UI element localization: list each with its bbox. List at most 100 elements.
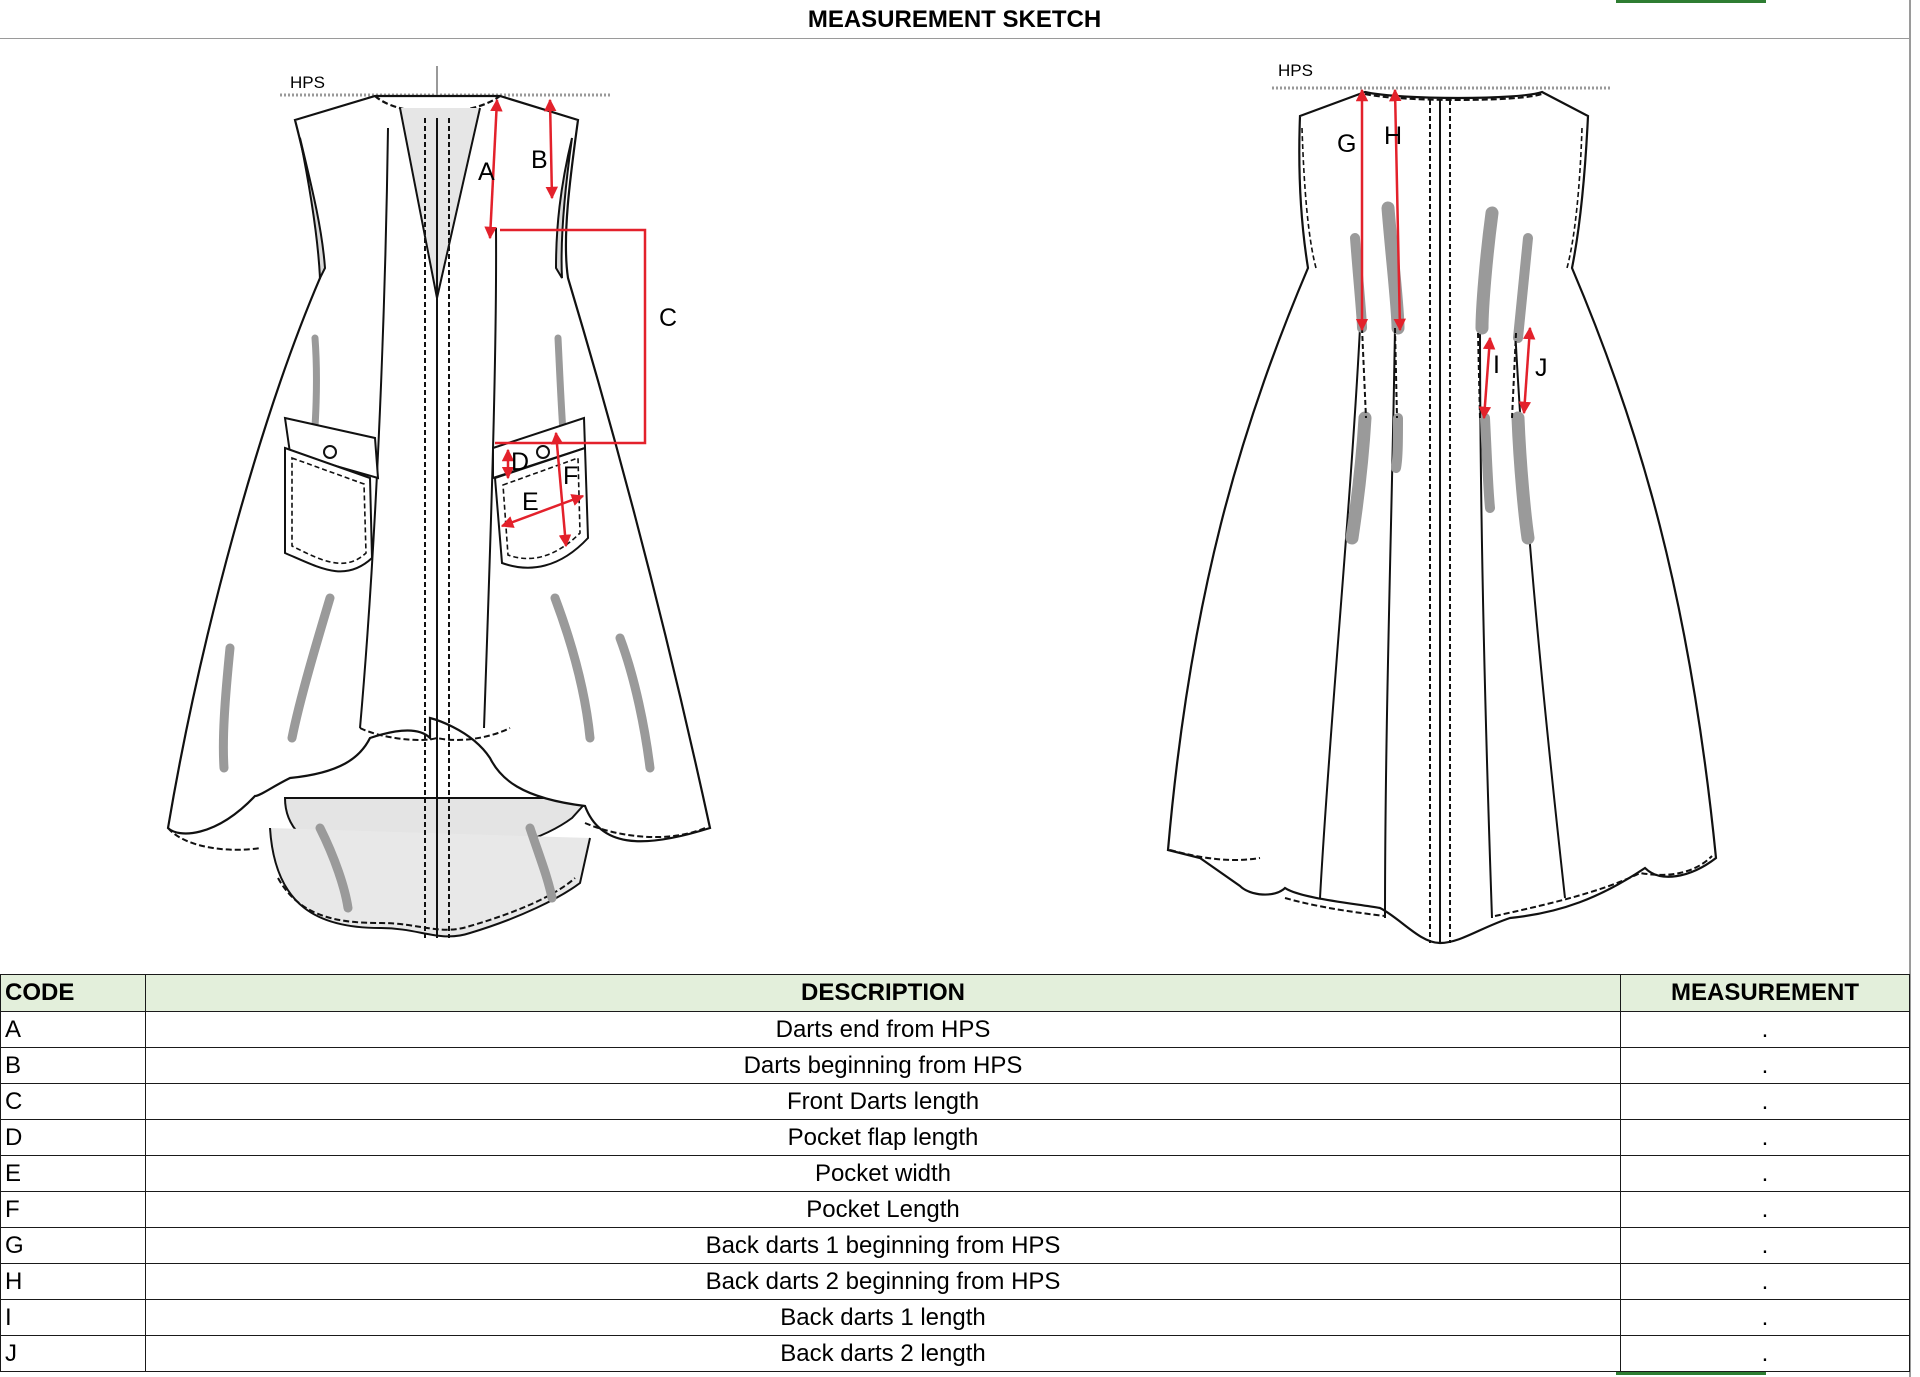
front-left-pocket-button bbox=[323, 445, 337, 459]
cell-description[interactable]: Back darts 2 beginning from HPS bbox=[145, 1263, 1621, 1300]
cell-code[interactable]: I bbox=[0, 1299, 146, 1336]
back-dart-2 bbox=[1394, 327, 1398, 419]
back-right-armhole-stitch bbox=[1566, 127, 1583, 269]
cell-code[interactable]: F bbox=[0, 1191, 146, 1228]
cell-measurement[interactable]: . bbox=[1620, 1263, 1910, 1300]
table-row: F Pocket Length . bbox=[0, 1191, 1910, 1228]
cell-code[interactable]: J bbox=[0, 1335, 146, 1372]
front-left-pocket bbox=[284, 446, 374, 573]
cell-measurement[interactable]: . bbox=[1620, 1011, 1910, 1048]
measure-arrow-f bbox=[550, 431, 572, 548]
front-flare-shading-2 bbox=[218, 643, 235, 773]
cell-description[interactable]: Back darts 1 length bbox=[145, 1299, 1621, 1336]
back-hps-label: HPS bbox=[1278, 61, 1313, 80]
cell-description[interactable]: Darts beginning from HPS bbox=[145, 1047, 1621, 1084]
back-dart-shade-4-bottom bbox=[1511, 411, 1535, 545]
cell-measurement[interactable]: . bbox=[1620, 1155, 1910, 1192]
back-right-hem-stitch bbox=[1494, 855, 1713, 917]
back-dart-shade-2-bottom bbox=[1391, 413, 1403, 473]
back-dart-1 bbox=[1361, 327, 1367, 419]
table-row: C Front Darts length . bbox=[0, 1083, 1910, 1120]
measure-arrow-h bbox=[1388, 88, 1407, 332]
sheet-title: MEASUREMENT SKETCH bbox=[0, 0, 1909, 39]
cell-measurement[interactable]: . bbox=[1620, 1299, 1910, 1336]
cell-code[interactable]: A bbox=[0, 1011, 146, 1048]
measure-arrow-b bbox=[543, 98, 559, 200]
cell-measurement[interactable]: . bbox=[1620, 1119, 1910, 1156]
back-dart-shade-3-bottom bbox=[1480, 413, 1495, 513]
cell-measurement[interactable]: . bbox=[1620, 1335, 1910, 1372]
table-row: E Pocket width . bbox=[0, 1155, 1910, 1192]
table-row: D Pocket flap length . bbox=[0, 1119, 1910, 1156]
header-measurement[interactable]: MEASUREMENT bbox=[1620, 974, 1910, 1012]
back-body-outline bbox=[1166, 90, 1718, 945]
measure-arrow-i bbox=[1478, 336, 1496, 420]
front-inner-shading-2 bbox=[525, 823, 557, 903]
back-dart-shade-1-bottom bbox=[1345, 411, 1372, 545]
back-view bbox=[1166, 86, 1718, 945]
front-right-pocket-stitch bbox=[502, 456, 581, 560]
cell-code[interactable]: E bbox=[0, 1155, 146, 1192]
front-hps-label: HPS bbox=[290, 73, 325, 92]
back-dart-shade-3-top bbox=[1475, 206, 1499, 335]
back-left-hem-stitch bbox=[1169, 849, 1261, 861]
cell-description[interactable]: Pocket Length bbox=[145, 1191, 1621, 1228]
front-right-hem-stitch bbox=[584, 822, 706, 839]
front-left-hem-stitch bbox=[167, 827, 261, 851]
label-d: D bbox=[511, 448, 530, 476]
cell-code[interactable]: H bbox=[0, 1263, 146, 1300]
cell-description[interactable]: Pocket flap length bbox=[145, 1119, 1621, 1156]
cell-description[interactable]: Darts end from HPS bbox=[145, 1011, 1621, 1048]
header-description[interactable]: DESCRIPTION bbox=[145, 974, 1621, 1012]
back-neckline-stitch bbox=[1364, 93, 1543, 101]
front-flare-shading-4 bbox=[615, 633, 655, 773]
table-row: B Darts beginning from HPS . bbox=[0, 1047, 1910, 1084]
cell-measurement[interactable]: . bbox=[1620, 1191, 1910, 1228]
front-right-pocket-button bbox=[536, 445, 550, 459]
label-j: J bbox=[1535, 354, 1548, 382]
front-view bbox=[166, 66, 712, 938]
cell-description[interactable]: Back darts 1 beginning from HPS bbox=[145, 1227, 1621, 1264]
front-left-pocket-stitch bbox=[291, 456, 367, 565]
front-facing-hem bbox=[359, 727, 511, 741]
cell-code[interactable]: D bbox=[0, 1119, 146, 1156]
cell-description[interactable]: Pocket width bbox=[145, 1155, 1621, 1192]
measurement-table: CODE DESCRIPTION MEASUREMENT A Darts end… bbox=[0, 974, 1910, 1372]
label-h: H bbox=[1384, 122, 1403, 150]
front-flare-shading-3 bbox=[550, 593, 595, 743]
cell-code[interactable]: B bbox=[0, 1047, 146, 1084]
garment-drawing bbox=[166, 66, 1718, 945]
label-e: E bbox=[522, 488, 539, 516]
cell-measurement[interactable]: . bbox=[1620, 1047, 1910, 1084]
back-hem-stitch bbox=[1284, 897, 1386, 917]
label-c: C bbox=[659, 304, 678, 332]
cell-measurement[interactable]: . bbox=[1620, 1083, 1910, 1120]
cell-description[interactable]: Front Darts length bbox=[145, 1083, 1621, 1120]
measurement-sketch: HPS A B C D E F HPS G H I J bbox=[0, 38, 1909, 973]
back-left-inner-seam bbox=[1384, 327, 1396, 919]
cell-code[interactable]: C bbox=[0, 1083, 146, 1120]
label-a: A bbox=[478, 158, 495, 186]
label-f: F bbox=[563, 462, 579, 490]
cell-measurement[interactable]: . bbox=[1620, 1227, 1910, 1264]
back-left-armhole-stitch bbox=[1301, 127, 1317, 269]
table-row: G Back darts 1 beginning from HPS . bbox=[0, 1227, 1910, 1264]
back-dart-4 bbox=[1511, 332, 1517, 419]
table-row: H Back darts 2 beginning from HPS . bbox=[0, 1263, 1910, 1300]
label-b: B bbox=[531, 146, 548, 174]
front-right-armhole bbox=[554, 137, 573, 279]
label-g: G bbox=[1337, 130, 1357, 158]
measure-arrow-j bbox=[1518, 326, 1536, 415]
front-flare-shading-1 bbox=[287, 593, 335, 743]
header-code[interactable]: CODE bbox=[0, 974, 146, 1012]
table-header-row: CODE DESCRIPTION MEASUREMENT bbox=[0, 974, 1910, 1012]
table-row: J Back darts 2 length . bbox=[0, 1335, 1910, 1372]
table-row: A Darts end from HPS . bbox=[0, 1011, 1910, 1048]
measure-arrow-a bbox=[484, 98, 503, 240]
front-left-armhole bbox=[299, 137, 327, 282]
cell-description[interactable]: Back darts 2 length bbox=[145, 1335, 1621, 1372]
cell-selection-indicator bbox=[1616, 0, 1766, 3]
back-left-panel-seam bbox=[1319, 327, 1361, 899]
cell-code[interactable]: G bbox=[0, 1227, 146, 1264]
